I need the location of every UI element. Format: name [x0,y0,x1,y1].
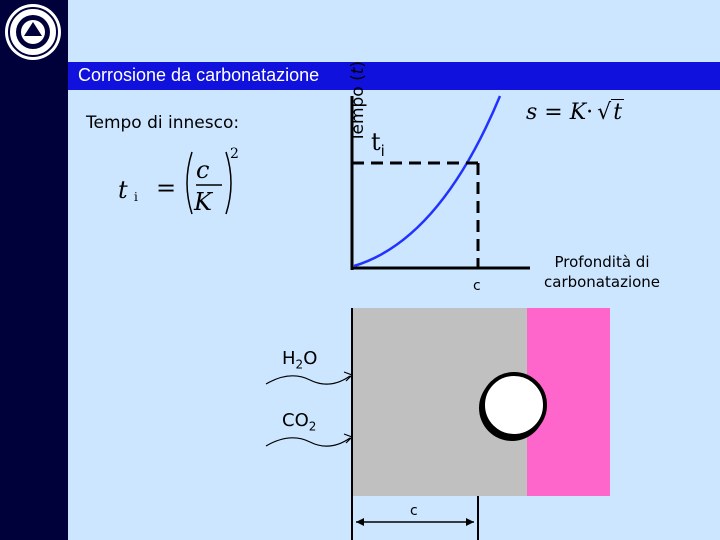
formula-exponent: 2 [230,146,239,162]
h2o-label: H2O [282,348,318,372]
co2-arrow [265,437,351,447]
formula-t: t [118,176,128,204]
depth-arrow-left [356,518,364,526]
innesco-formula: t i = c K 2 [110,140,260,220]
formula-equals: = [156,174,177,202]
formula-numerator: c [196,156,210,184]
formula-parentheses [186,151,232,215]
university-seal-logo [0,0,68,64]
formula-denominator: K [194,188,212,216]
carbonation-curve [353,95,502,268]
innesco-label: Tempo di innesco: [86,113,240,133]
page-title: Corrosione da carbonatazione [78,65,320,85]
rebar [481,372,547,438]
c-axis-marker: c [473,278,481,294]
sidebar [0,0,68,540]
formula-t-sub: i [134,190,138,204]
x-axis-label: Profondità di carbonatazione [544,253,661,291]
depth-label: c [410,503,418,519]
co2-label: CO2 [282,410,317,434]
ti-label: ti [371,128,385,160]
title-banner: Corrosione da carbonatazione [68,62,720,90]
h2o-arrow [265,375,351,385]
depth-arrow-right [466,518,474,526]
carbonation-equation: s = K·√t [526,99,625,125]
